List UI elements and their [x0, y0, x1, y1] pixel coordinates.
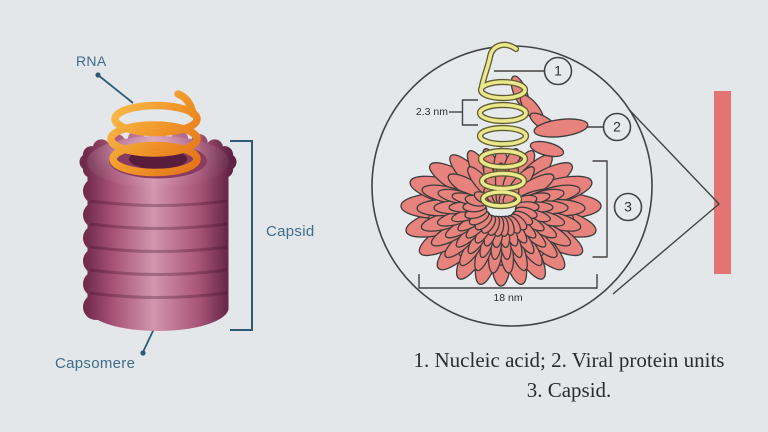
capsomere-leader-dot — [140, 350, 146, 356]
virion-rod-bar — [714, 91, 731, 274]
badge-2-circle — [602, 112, 632, 142]
width-bracket — [418, 274, 598, 289]
badge-3-circle — [613, 192, 643, 222]
magnified-annotations — [418, 56, 643, 289]
magnifier-callout-lines — [612, 97, 721, 295]
pitch-bracket — [461, 99, 478, 126]
nucleic-acid-helix — [476, 41, 530, 210]
helix-pitch-label: 2.3 nm — [415, 106, 448, 118]
badge-1-circle — [543, 56, 573, 86]
badge3-bracket — [592, 160, 608, 258]
rna-coil — [107, 90, 201, 177]
capsid-label: Capsid — [266, 223, 315, 240]
rna-label: RNA — [76, 53, 107, 69]
badge-3-number: 3 — [624, 198, 632, 215]
capsid-bracket — [230, 140, 253, 331]
capsid-width-label: 18 nm — [493, 292, 523, 304]
badge-1-number: 1 — [554, 62, 562, 79]
capsid-cylinder — [79, 129, 237, 331]
badge-2-number: 2 — [613, 118, 621, 135]
rna-leader-dot — [95, 72, 101, 78]
caption-line-1: 1. Nucleic acid; 2. Viral protein units — [413, 348, 725, 372]
figure-caption: 1. Nucleic acid; 2. Viral protein units … — [398, 345, 740, 405]
rna-leader-line — [97, 74, 134, 104]
capsomere-label: Capsomere — [55, 355, 136, 372]
caption-line-2: 3. Capsid. — [526, 378, 612, 402]
